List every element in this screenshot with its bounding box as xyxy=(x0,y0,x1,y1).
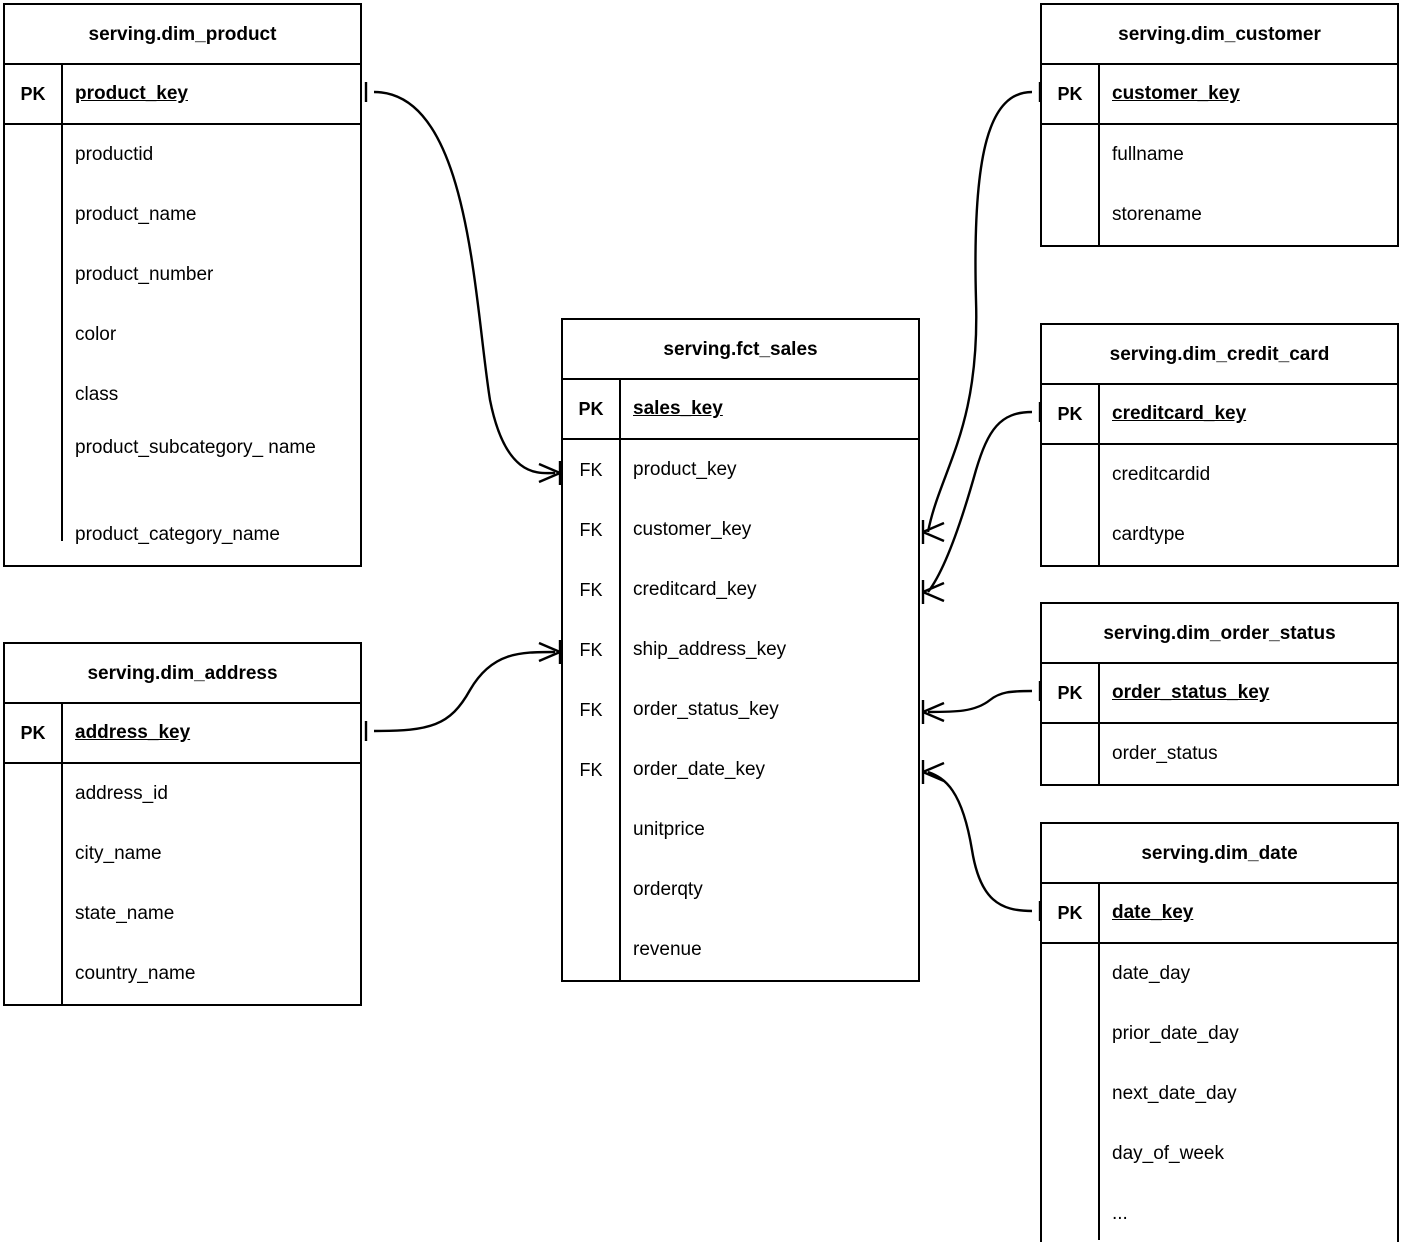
fk-field-row: order_date_key xyxy=(633,759,766,780)
field-row: product_subcategory_ name xyxy=(75,437,316,458)
entity-title-fct-sales: serving.fct_sales xyxy=(563,320,918,380)
pk-row-dim-product: PK product_key xyxy=(5,65,360,125)
field-row-ellipsis: ... xyxy=(1112,1203,1128,1224)
field-row: product_category_name xyxy=(75,524,280,545)
field-row: storename xyxy=(1112,204,1202,225)
field-row: cardtype xyxy=(1112,524,1185,545)
fk-badge: FK xyxy=(579,520,603,540)
fk-field-row: ship_address_key xyxy=(633,639,787,660)
field-row: country_name xyxy=(75,963,196,984)
key-column xyxy=(1042,724,1100,784)
field-column: product_key customer_key creditcard_key … xyxy=(621,440,918,980)
fk-field-row: creditcard_key xyxy=(633,579,757,600)
pk-badge: PK xyxy=(1042,385,1100,443)
pk-badge: PK xyxy=(563,380,621,438)
field-row: city_name xyxy=(75,843,162,864)
fk-badge: FK xyxy=(579,760,603,780)
entity-title-dim-order-status: serving.dim_order_status xyxy=(1042,604,1397,664)
pk-row-dim-customer: PK customer_key xyxy=(1042,65,1397,125)
entity-dim-credit-card[interactable]: serving.dim_credit_card PK creditcard_ke… xyxy=(1040,323,1399,567)
relationship-orderstatus-sales xyxy=(921,681,1042,724)
relationship-date-sales xyxy=(921,760,1042,921)
field-row: date_day xyxy=(1112,963,1191,984)
pk-field-name: product_key xyxy=(75,83,188,104)
pk-row-dim-order-status: PK order_status_key xyxy=(1042,664,1397,724)
pk-badge: PK xyxy=(5,65,63,123)
field-row: product_name xyxy=(75,204,197,225)
pk-field-name: customer_key xyxy=(1112,83,1240,104)
entity-body-dim-address: address_id city_name state_name country_… xyxy=(5,764,360,1004)
entity-body-dim-order-status: order_status xyxy=(1042,724,1397,784)
pk-badge: PK xyxy=(1042,664,1100,722)
field-column: fullname storename xyxy=(1100,125,1397,245)
relationship-customer-sales xyxy=(921,82,1042,544)
field-row: creditcardid xyxy=(1112,464,1211,485)
relationship-product-sales xyxy=(364,82,562,485)
pk-row-dim-credit-card: PK creditcard_key xyxy=(1042,385,1397,445)
entity-body-dim-customer: fullname storename xyxy=(1042,125,1397,245)
pk-field-name: address_key xyxy=(75,722,191,743)
fk-badge: FK xyxy=(579,640,603,660)
entity-title-dim-customer: serving.dim_customer xyxy=(1042,5,1397,65)
key-column xyxy=(1042,445,1100,565)
fk-field-row: product_key xyxy=(633,459,737,480)
field-row: prior_date_day xyxy=(1112,1023,1239,1044)
measure-field-row: unitprice xyxy=(633,819,705,840)
key-column xyxy=(1042,944,1100,1240)
entity-title-dim-product: serving.dim_product xyxy=(5,5,360,65)
pk-row-dim-date: PK date_key xyxy=(1042,884,1397,944)
pk-badge: PK xyxy=(1042,884,1100,942)
measure-field-row: revenue xyxy=(633,939,702,960)
pk-field-name: sales_key xyxy=(633,398,723,419)
entity-dim-date[interactable]: serving.dim_date PK date_key date_day pr… xyxy=(1040,822,1399,1242)
field-column: productid product_name product_number co… xyxy=(63,125,360,565)
entity-title-dim-date: serving.dim_date xyxy=(1042,824,1397,884)
entity-title-dim-address: serving.dim_address xyxy=(5,644,360,704)
relationship-creditcard-sales xyxy=(921,402,1042,604)
entity-title-dim-credit-card: serving.dim_credit_card xyxy=(1042,325,1397,385)
pk-field-name: order_status_key xyxy=(1112,682,1270,703)
entity-body-dim-date: date_day prior_date_day next_date_day da… xyxy=(1042,944,1397,1242)
key-column xyxy=(5,764,63,1004)
field-row: order_status xyxy=(1112,743,1218,764)
field-column: address_id city_name state_name country_… xyxy=(63,764,360,1004)
pk-badge: PK xyxy=(1042,65,1100,123)
fk-field-row: customer_key xyxy=(633,519,752,540)
key-column: FK FK FK FK FK FK xyxy=(563,440,621,980)
relationship-address-sales xyxy=(364,640,562,741)
field-row: product_number xyxy=(75,264,214,285)
field-row: fullname xyxy=(1112,144,1184,165)
fk-badge: FK xyxy=(579,580,603,600)
pk-row-dim-address: PK address_key xyxy=(5,704,360,764)
measure-field-row: orderqty xyxy=(633,879,703,900)
fk-badge: FK xyxy=(579,700,603,720)
field-column: order_status xyxy=(1100,724,1397,784)
pk-field-name: date_key xyxy=(1112,902,1194,923)
pk-row-fct-sales: PK sales_key xyxy=(563,380,918,440)
entity-dim-product[interactable]: serving.dim_product PK product_key produ… xyxy=(3,3,362,567)
field-column: creditcardid cardtype xyxy=(1100,445,1397,565)
field-row: next_date_day xyxy=(1112,1083,1237,1104)
entity-dim-address[interactable]: serving.dim_address PK address_key addre… xyxy=(3,642,362,1006)
field-row: address_id xyxy=(75,783,168,804)
entity-dim-order-status[interactable]: serving.dim_order_status PK order_status… xyxy=(1040,602,1399,786)
key-column xyxy=(5,125,63,541)
field-row: class xyxy=(75,384,119,405)
pk-badge: PK xyxy=(5,704,63,762)
pk-field-name: creditcard_key xyxy=(1112,403,1247,424)
entity-dim-customer[interactable]: serving.dim_customer PK customer_key ful… xyxy=(1040,3,1399,247)
field-row: day_of_week xyxy=(1112,1143,1224,1164)
key-column xyxy=(1042,125,1100,245)
field-row: productid xyxy=(75,144,154,165)
fk-badge: FK xyxy=(579,460,603,480)
field-row: state_name xyxy=(75,903,175,924)
field-row: color xyxy=(75,324,117,345)
field-column: date_day prior_date_day next_date_day da… xyxy=(1100,944,1397,1242)
entity-body-dim-credit-card: creditcardid cardtype xyxy=(1042,445,1397,565)
entity-body-dim-product: productid product_name product_number co… xyxy=(5,125,360,565)
entity-fct-sales[interactable]: serving.fct_sales PK sales_key FK FK FK … xyxy=(561,318,920,982)
entity-body-fct-sales: FK FK FK FK FK FK product_key customer_k… xyxy=(563,440,918,980)
fk-field-row: order_status_key xyxy=(633,699,779,720)
